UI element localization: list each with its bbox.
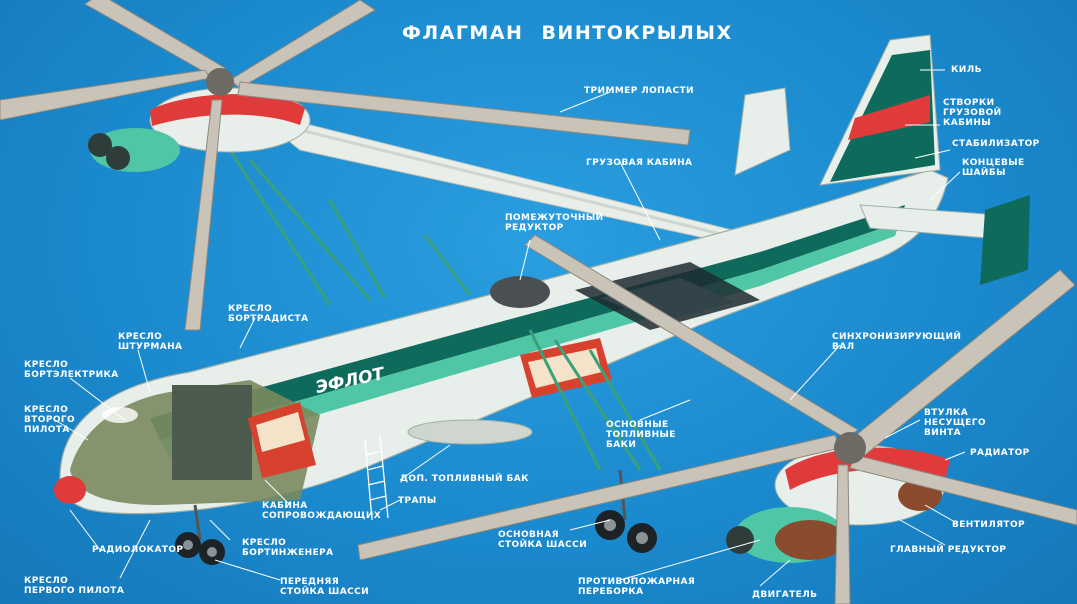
diagram-title: ФЛАГМАН ВИНТОКРЫЛЫХ — [402, 22, 733, 44]
label-fan: ВЕНТИЛЯТОР — [952, 520, 1026, 530]
title-line2: ВИНТОКРЫЛЫХ — [541, 22, 733, 44]
wing-struts — [228, 149, 662, 471]
label-stabilizer: СТАБИЛИЗАТОР — [952, 139, 1040, 149]
label-radiator: РАДИАТОР — [970, 448, 1030, 458]
title-line1: ФЛАГМАН — [402, 22, 524, 44]
label-blade-trimmer: ТРИММЕР ЛОПАСТИ — [584, 86, 694, 96]
label-ladders: ТРАПЫ — [398, 496, 437, 506]
label-engine: ДВИГАТЕЛЬ — [752, 590, 818, 600]
leader-lines — [54, 69, 966, 587]
label-main-gearbox: ГЛАВНЫЙ РЕДУКТОР — [890, 545, 1007, 555]
nose-gear — [175, 504, 225, 565]
intermediate-gearbox — [490, 276, 550, 308]
label-fin: КИЛЬ — [951, 65, 982, 75]
escort-cabin — [172, 385, 252, 480]
main-gear — [595, 469, 657, 553]
end-plate-right — [980, 195, 1030, 285]
left-engine-nacelle — [88, 87, 311, 172]
extra-fuel-tank — [407, 419, 533, 445]
engine-cutaway — [775, 520, 845, 560]
ladder — [364, 435, 389, 521]
label-cargo-cabin: ГРУЗОВАЯ КАБИНА — [586, 158, 693, 168]
radar-dome — [54, 476, 86, 504]
end-plate-left — [734, 87, 791, 176]
left-rotor-hub — [206, 68, 234, 96]
label-extra-fuel-tank: ДОП. ТОПЛИВНЫЙ БАК — [400, 474, 529, 484]
label-radar: РАДИОЛОКАТОР — [92, 545, 184, 555]
right-rotor-hub — [834, 432, 866, 464]
